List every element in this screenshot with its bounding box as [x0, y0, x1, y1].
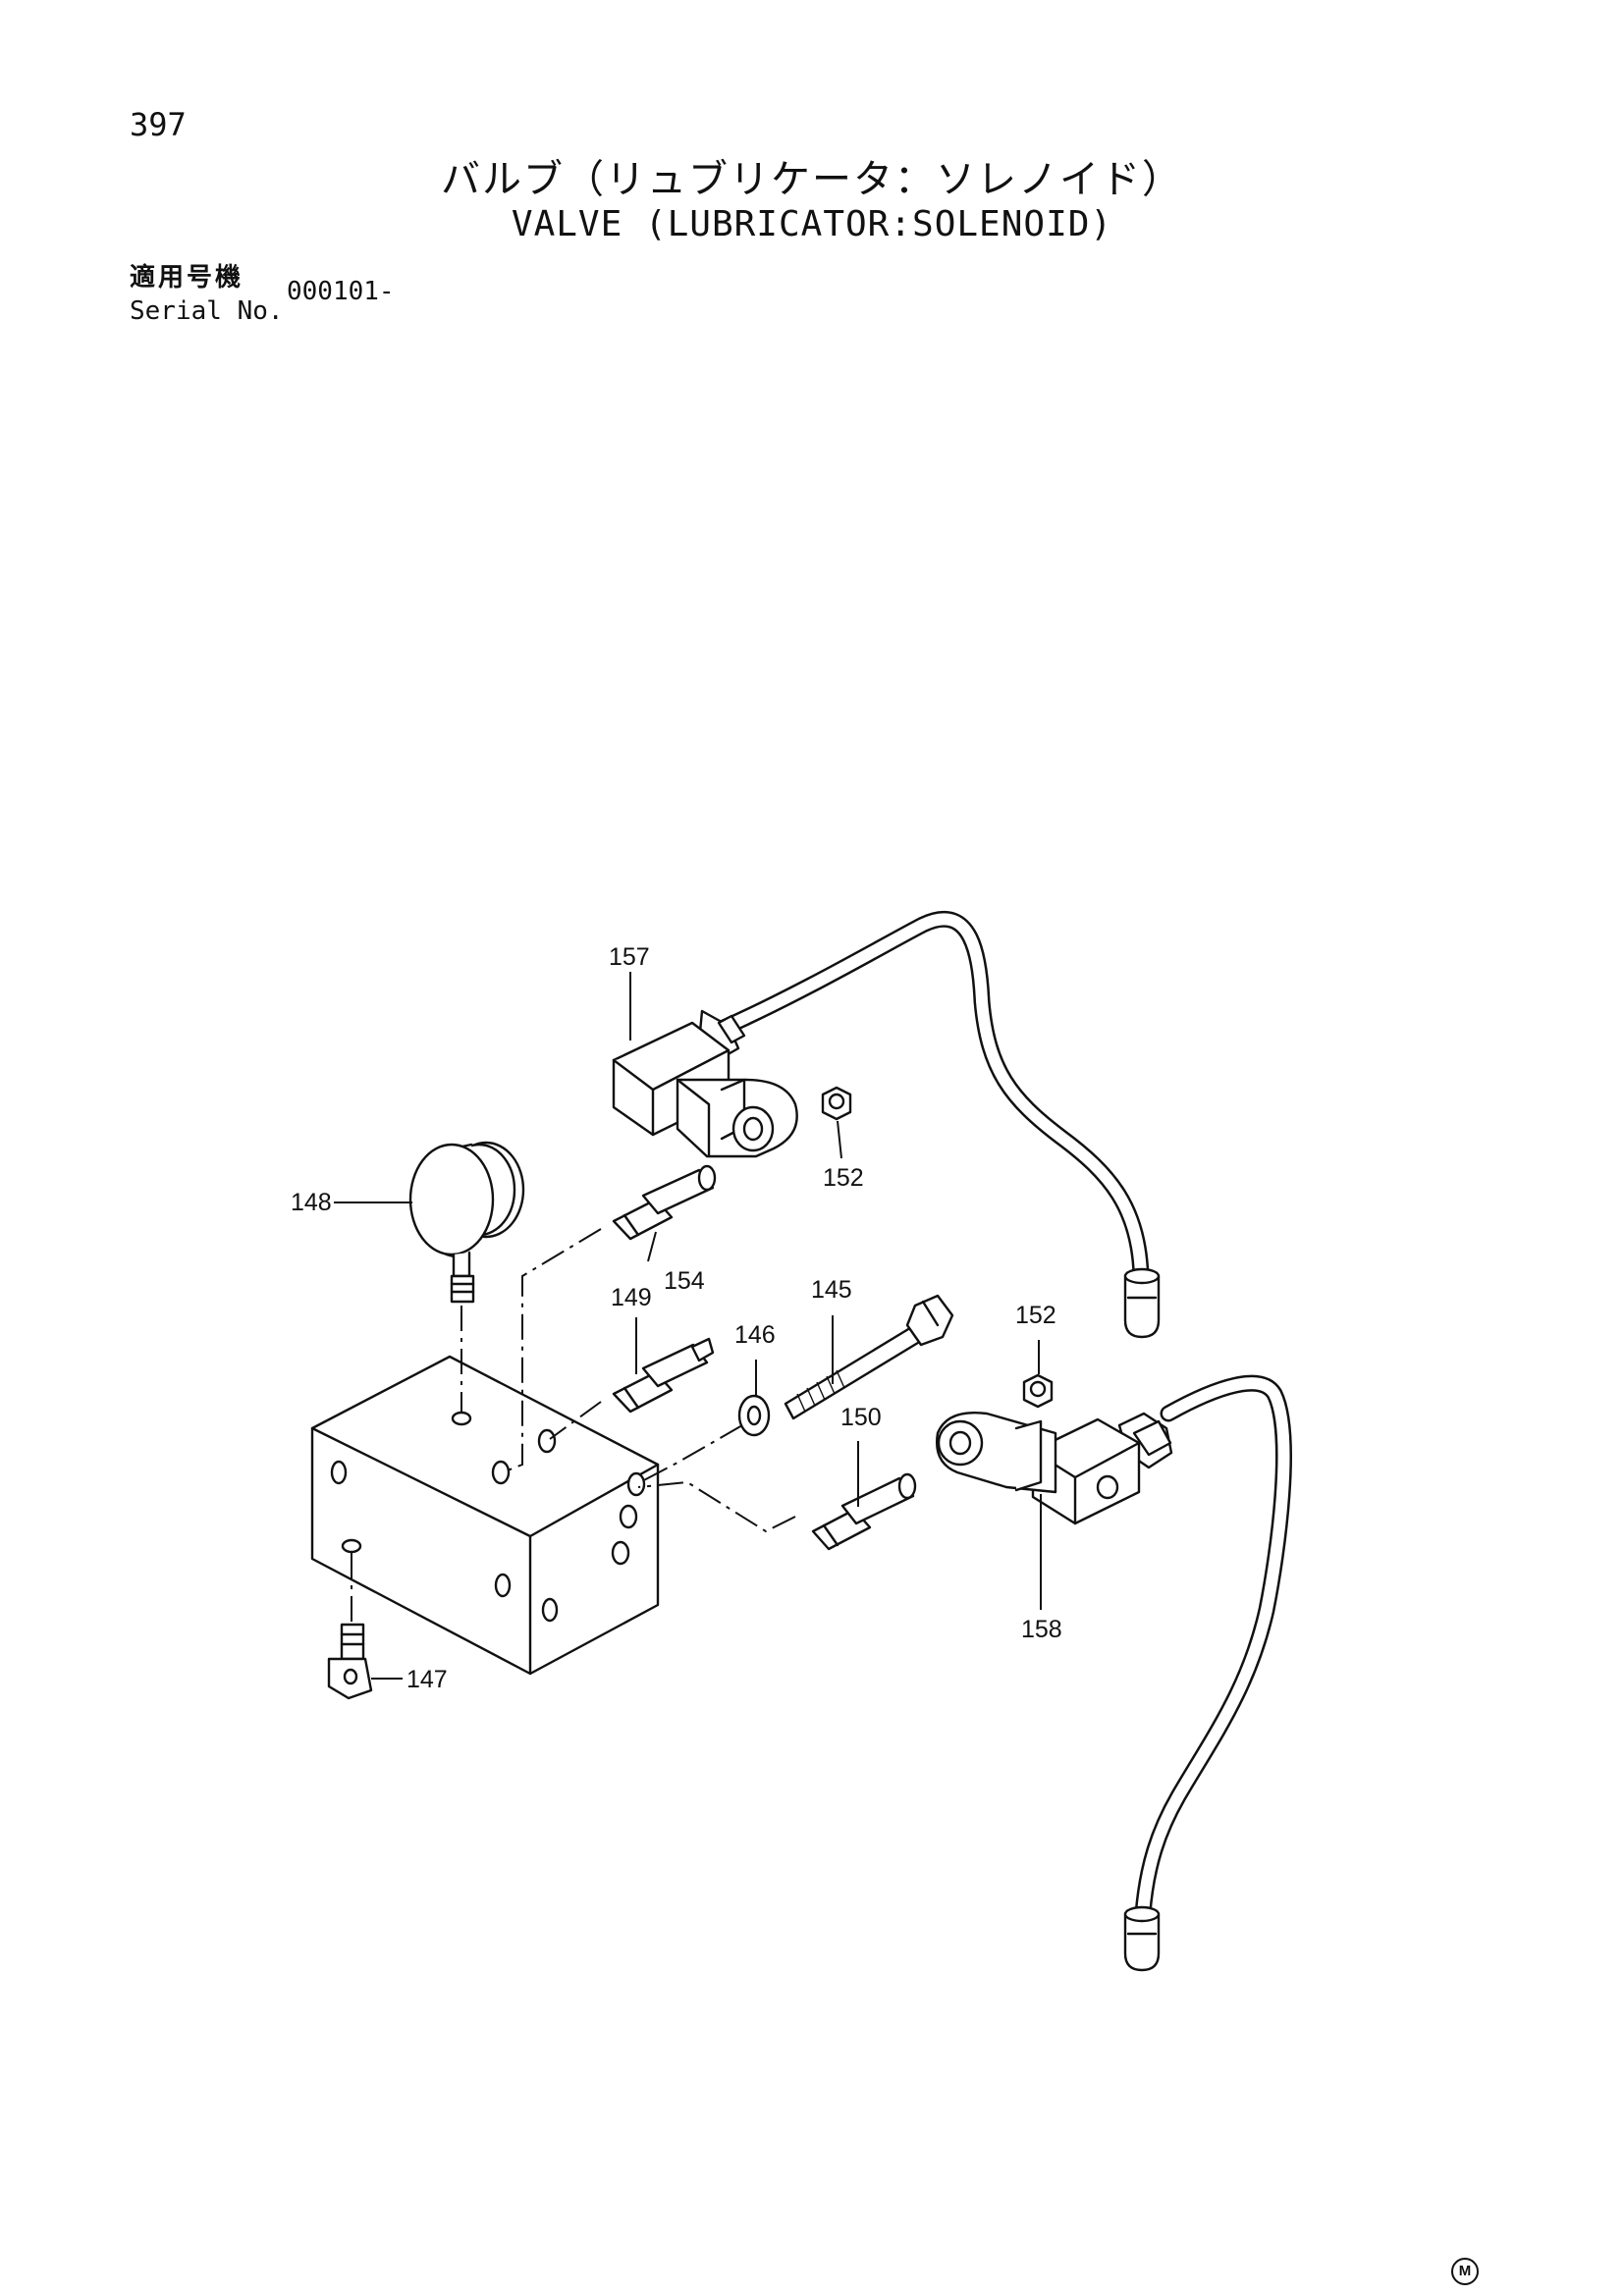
- page-title-japanese: バルブ（リュブリケータ：ソレノイド）: [441, 157, 1183, 202]
- serial-number-value: 000101-: [287, 277, 395, 306]
- banjo-fitting-158: [936, 1412, 1173, 1525]
- banjo-fitting-157: [612, 1009, 798, 1158]
- callout-152-lower: 152: [1015, 1302, 1056, 1329]
- hex-nut-152-lower: [1022, 1373, 1054, 1409]
- tube-158: [1134, 1374, 1292, 1923]
- page-title-english: VALVE (LUBRICATOR:SOLENOID): [511, 204, 1113, 244]
- tube-end-fitting-157: [1123, 1267, 1161, 1339]
- callout-145: 145: [811, 1276, 852, 1304]
- bolt-145-thread: [796, 1369, 845, 1413]
- callout-146: 146: [734, 1321, 776, 1349]
- tube-end-fitting-158: [1123, 1905, 1161, 1972]
- tube-157: [713, 910, 1150, 1285]
- callout-150: 150: [840, 1404, 882, 1431]
- callout-147: 147: [406, 1666, 448, 1693]
- page-number: 397: [130, 106, 187, 143]
- callout-154: 154: [664, 1267, 705, 1295]
- leader-lines: [334, 972, 1042, 1680]
- hex-nut-152-upper: [821, 1086, 852, 1121]
- assembly-center-lines: [351, 1228, 796, 1625]
- fitting-150: [811, 1472, 917, 1551]
- callout-157: 157: [609, 943, 650, 971]
- valve-block: [310, 1355, 660, 1676]
- fitting-149: [612, 1337, 715, 1414]
- m-mark-symbol: M: [1451, 2258, 1479, 2285]
- callout-152-upper: 152: [823, 1164, 864, 1192]
- callout-149: 149: [611, 1284, 652, 1311]
- elbow-fitting-147: [327, 1623, 373, 1700]
- pressure-gauge-148: [408, 1141, 525, 1304]
- washer-146: [737, 1394, 771, 1437]
- serial-label-japanese: 適用号機: [130, 263, 244, 293]
- bolt-145: [784, 1294, 954, 1420]
- callout-148: 148: [291, 1189, 332, 1216]
- callout-158: 158: [1021, 1616, 1062, 1643]
- fitting-154: [612, 1164, 717, 1241]
- serial-label-english: Serial No.: [130, 296, 284, 326]
